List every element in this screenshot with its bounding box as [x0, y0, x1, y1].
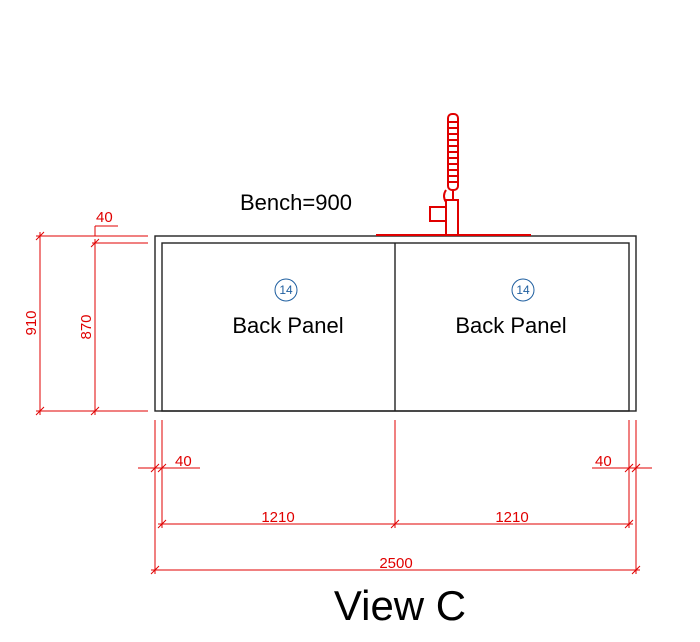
panel-tag-number: 14 — [516, 283, 530, 297]
tap-neck — [443, 189, 454, 203]
tick — [150, 565, 160, 575]
bench-label: Bench=900 — [240, 190, 352, 215]
tick — [624, 463, 634, 473]
tick — [631, 565, 641, 575]
panel-tag-circle — [511, 278, 535, 302]
dim-right-end: 40 — [595, 453, 612, 470]
panel-right: 14 Back Panel — [455, 278, 567, 338]
tick — [390, 519, 400, 529]
dim-panel-height: 870 — [78, 314, 95, 339]
width-dimensions: 40 40 1210 1210 2500 — [138, 420, 652, 575]
tick — [35, 231, 45, 241]
tick — [90, 406, 100, 416]
dim-overall-height: 910 — [23, 310, 40, 335]
dim-left-end: 40 — [175, 453, 192, 470]
tick — [157, 519, 167, 529]
panel-tag-number: 14 — [279, 283, 293, 297]
tick — [35, 406, 45, 416]
tick — [150, 463, 160, 473]
panel-label: Back Panel — [455, 313, 566, 338]
tick — [90, 238, 100, 248]
tap-fixture — [376, 113, 531, 236]
dim-top-thickness: 40 — [96, 209, 113, 226]
tap-spring-coils — [449, 121, 457, 183]
panel-tag-circle — [274, 278, 298, 302]
dim-overall-width: 2500 — [379, 555, 412, 572]
dim-left-width: 1210 — [261, 509, 294, 526]
panel-label: Back Panel — [232, 313, 343, 338]
tap-body — [445, 199, 459, 236]
tick — [157, 463, 167, 473]
height-dimensions: 910 870 40 — [23, 209, 148, 416]
tick — [624, 519, 634, 529]
dim-right-width: 1210 — [495, 509, 528, 526]
tap-handle — [429, 206, 447, 222]
panel-left: 14 Back Panel — [232, 278, 344, 338]
tick — [631, 463, 641, 473]
view-title: View C — [334, 582, 466, 629]
